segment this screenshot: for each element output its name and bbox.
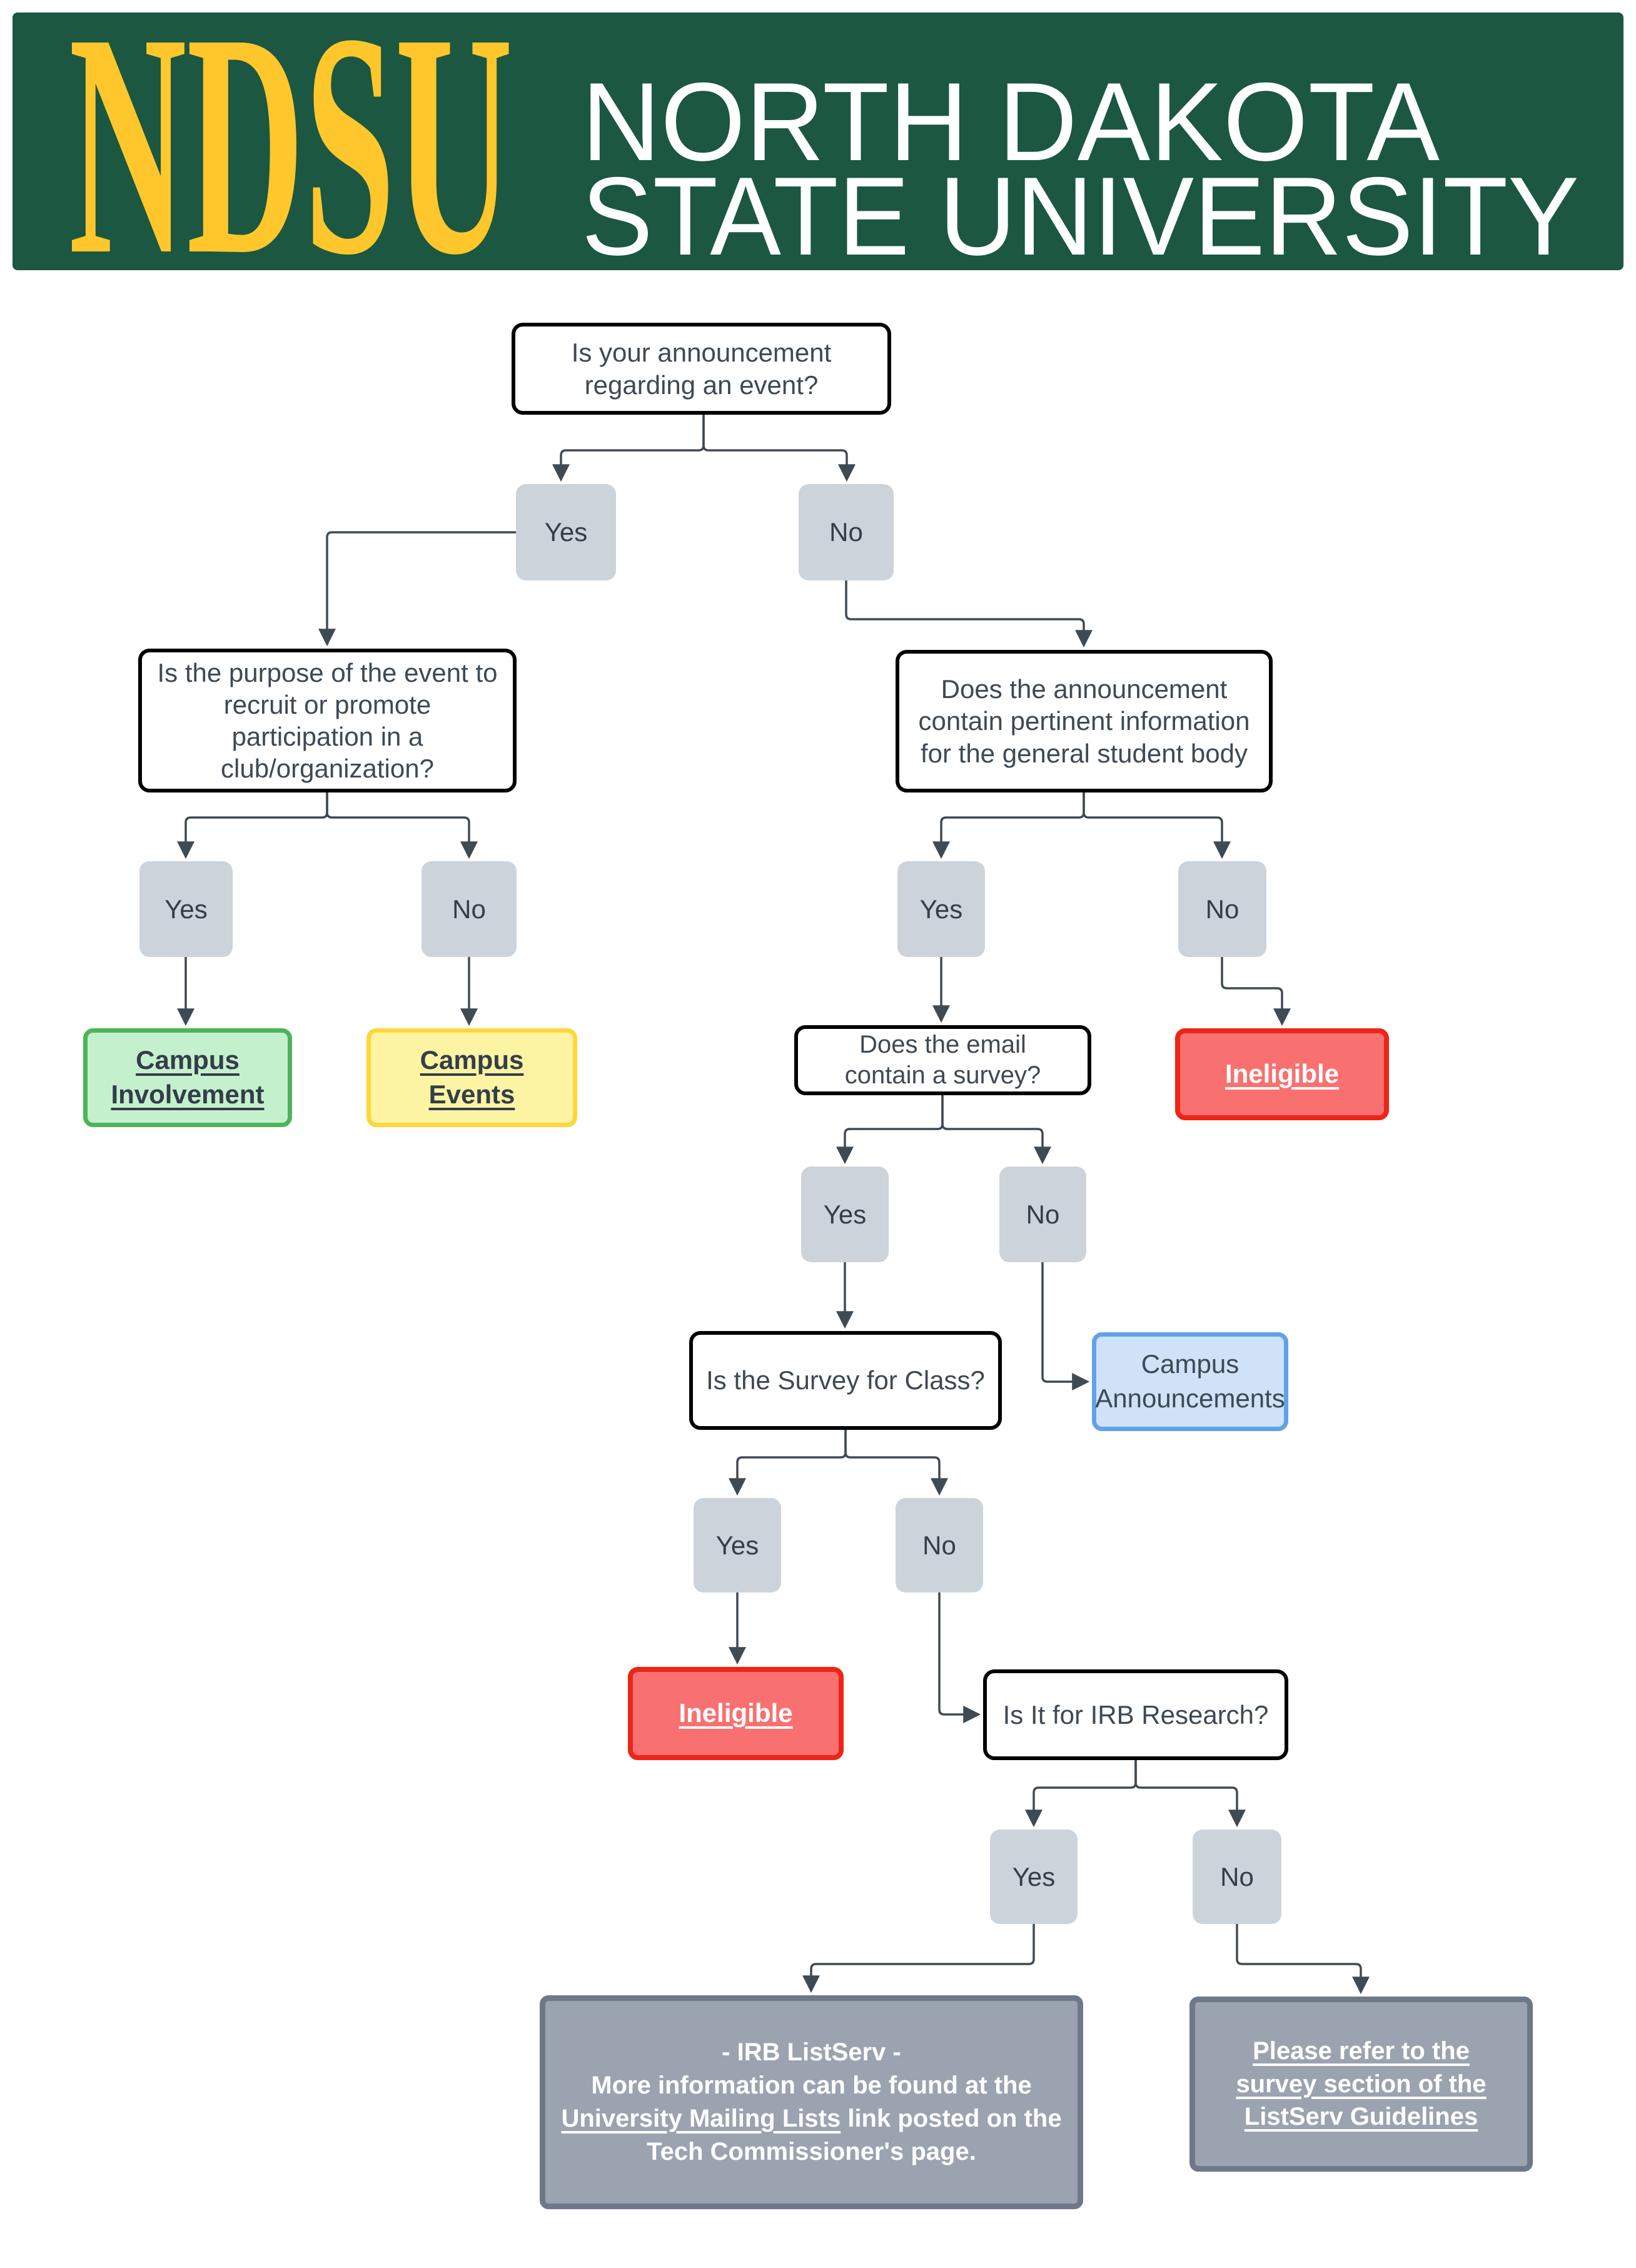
ndsu-logo-acronym: NDSU [69,13,513,270]
outcome-campus-involvement: Campus Involvement [83,1028,292,1127]
irb-listserv-title: - IRB ListServ - [722,2038,901,2067]
answer-yes-4: Yes [801,1167,889,1262]
answer-no-1: No [799,484,894,580]
answer-yes-2: Yes [139,861,233,957]
answer-yes-3: Yes [897,861,985,957]
university-mailing-lists-link[interactable]: University Mailing Lists [561,2105,841,2132]
outcome-campus-events: Campus Events [366,1028,577,1127]
answer-yes-6: Yes [990,1830,1078,1924]
answer-no-3: No [1178,861,1266,957]
ndsu-logo: NDSU NORTH DAKOTA STATE UNIVERSITY [69,13,1579,270]
campus-events-link[interactable]: Campus Events [420,1045,524,1109]
outcome-campus-announcements: Campus Announcements [1092,1332,1288,1431]
listserv-guidelines-link[interactable]: Please refer to the survey section of th… [1236,2037,1487,2131]
outcome-ineligible-2: Ineligible [628,1667,844,1760]
irb-listserv-body: More information can be found at the Uni… [545,2069,1078,2168]
answer-yes-5: Yes [694,1498,781,1592]
ndsu-header-banner: NDSU NORTH DAKOTA STATE UNIVERSITY [13,13,1623,270]
answer-yes-1: Yes [516,484,616,580]
ineligible-link-2[interactable]: Ineligible [679,1698,793,1728]
answer-no-4: No [999,1167,1086,1262]
question-survey-for-class: Is the Survey for Class? [689,1331,1002,1430]
answer-no-6: No [1193,1830,1281,1924]
ineligible-link-1[interactable]: Ineligible [1224,1059,1340,1089]
question-event-purpose: Is the purpose of the event to recruit o… [138,649,517,792]
irb-listserv-body-suffix: link posted on the Tech Commissioner's p… [647,2105,1062,2165]
question-email-survey: Does the email contain a survey? [794,1025,1091,1095]
campus-involvement-link[interactable]: Campus Involvement [111,1045,265,1109]
outcome-listserv-guidelines: Please refer to the survey section of th… [1189,1997,1533,2172]
question-announcement-event: Is your announcement regarding an event? [512,323,891,415]
university-name-line2: STATE UNIVERSITY [582,154,1579,270]
answer-no-2: No [422,861,517,957]
outcome-irb-listserv: - IRB ListServ - More information can be… [540,1995,1083,2209]
answer-no-5: No [896,1498,983,1592]
irb-listserv-body-prefix: More information can be found at the [591,2072,1032,2100]
outcome-ineligible-1: Ineligible [1175,1028,1389,1120]
question-irb-research: Is It for IRB Research? [983,1669,1288,1760]
question-pertinent-info: Does the announcement contain pertinent … [896,650,1273,792]
university-name-line1: NORTH DAKOTA [582,59,1440,184]
